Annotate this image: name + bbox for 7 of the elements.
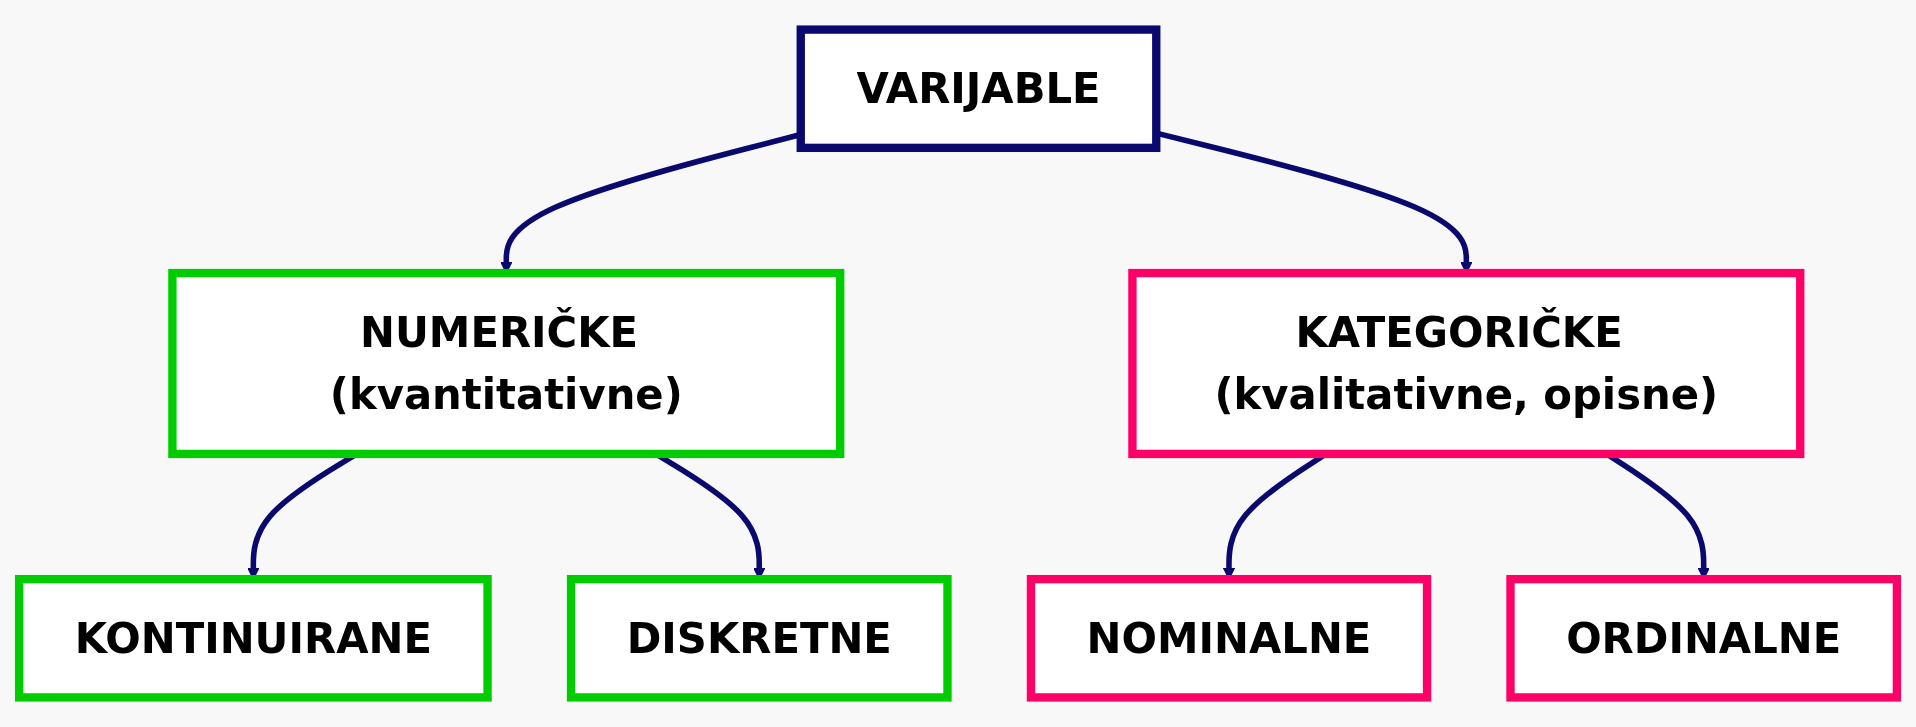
node-box: KONTINUIRANE xyxy=(14,574,492,702)
node-box: ORDINALNE xyxy=(1506,574,1902,702)
node-box: NOMINALNE xyxy=(1026,574,1432,702)
node-box: VARIJABLE xyxy=(796,25,1161,153)
node-box: DISKRETNE xyxy=(566,574,952,702)
node-box: NUMERIČKE (kvantitativne) xyxy=(168,268,845,459)
node-box: KATEGORIČKE (kvalitativne, opisne) xyxy=(1128,268,1805,459)
